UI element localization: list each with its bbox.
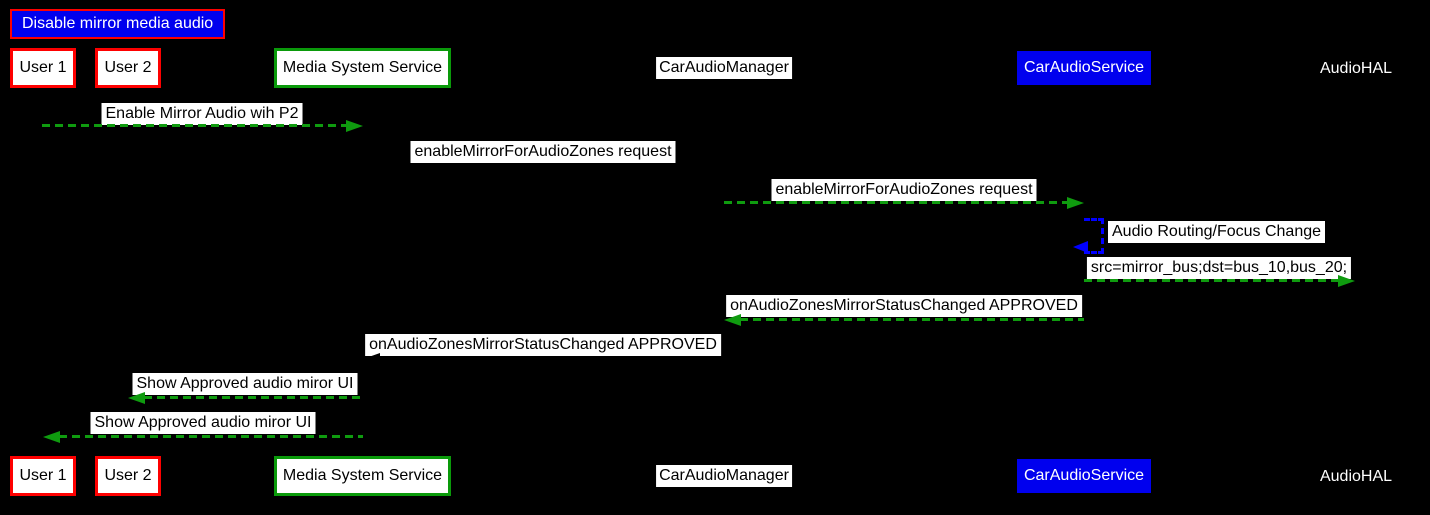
- participant-car-audio-manager-top: CarAudioManager: [656, 57, 792, 79]
- participant-media-system-service-top: Media System Service: [274, 48, 451, 88]
- participant-user-2-bottom: User 2: [95, 456, 161, 496]
- participant-media-system-service-bottom: Media System Service: [274, 456, 451, 496]
- arrowhead-left-icon: [363, 353, 380, 365]
- message-label-status-changed-1: onAudioZonesMirrorStatusChanged APPROVED: [726, 295, 1082, 317]
- message-arrow-line: [363, 163, 708, 166]
- arrowhead-left-icon: [128, 392, 145, 404]
- participant-user-1-bottom: User 1: [10, 456, 76, 496]
- arrowhead-right-icon: [1067, 197, 1084, 209]
- arrowhead-left-icon: [724, 314, 741, 326]
- message-arrow-line: [59, 435, 363, 438]
- message-label-show-approved-1: Show Approved audio miror UI: [132, 373, 358, 395]
- message-arrow-line: [1084, 279, 1338, 282]
- participant-audio-hal-bottom: AudioHAL: [1319, 468, 1393, 485]
- self-message-loop: [1084, 218, 1104, 254]
- arrowhead-left-icon: [43, 431, 60, 443]
- arrowhead-right-icon: [346, 120, 363, 132]
- participant-car-audio-service-top: CarAudioService: [1017, 51, 1151, 85]
- message-arrow-line: [144, 396, 363, 399]
- message-label-src-dst-bus: src=mirror_bus;dst=bus_10,bus_20;: [1086, 257, 1352, 279]
- message-arrow-line: [42, 124, 348, 127]
- diagram-title: Disable mirror media audio: [10, 9, 226, 39]
- participant-user-1-top: User 1: [10, 48, 76, 88]
- arrowhead-left-icon: [1073, 241, 1088, 253]
- message-arrow-line: [724, 201, 1067, 204]
- message-arrow-line: [379, 357, 724, 360]
- participant-audio-hal-top: AudioHAL: [1319, 60, 1393, 77]
- message-arrow-line: [740, 318, 1084, 321]
- arrowhead-right-icon: [707, 159, 724, 171]
- message-label-status-changed-2: onAudioZonesMirrorStatusChanged APPROVED: [365, 334, 721, 356]
- message-label-enable-mirror-zones-2: enableMirrorForAudioZones request: [771, 179, 1037, 201]
- message-label-audio-routing-focus: Audio Routing/Focus Change: [1108, 221, 1326, 243]
- participant-user-2-top: User 2: [95, 48, 161, 88]
- participant-car-audio-manager-bottom: CarAudioManager: [656, 465, 792, 487]
- participant-car-audio-service-bottom: CarAudioService: [1017, 459, 1151, 493]
- arrowhead-right-icon: [1338, 275, 1355, 287]
- message-label-enable-mirror-zones-1: enableMirrorForAudioZones request: [410, 141, 676, 163]
- message-label-enable-mirror-audio: Enable Mirror Audio wih P2: [101, 103, 303, 125]
- message-label-show-approved-2: Show Approved audio miror UI: [90, 412, 316, 434]
